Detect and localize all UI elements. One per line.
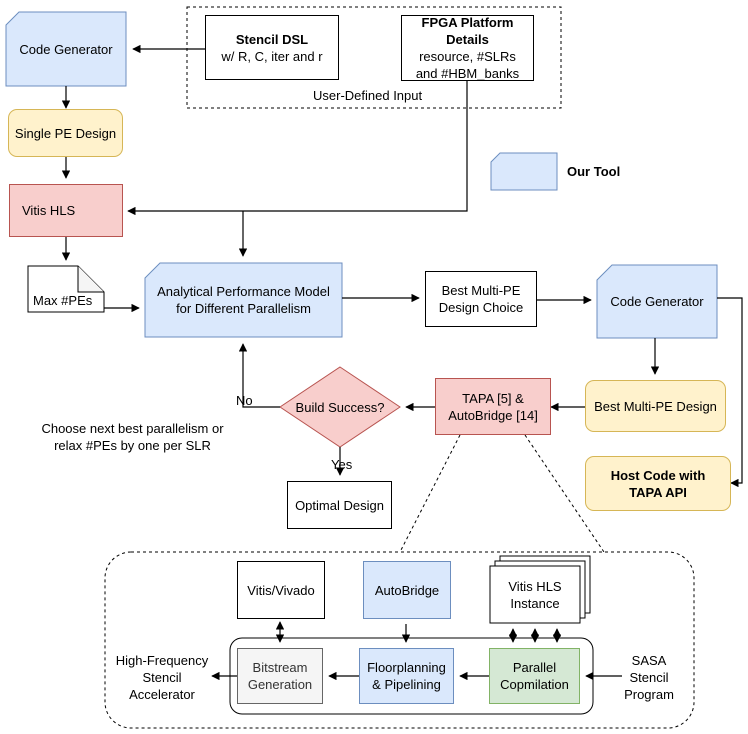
edge-codegen-to-host xyxy=(717,297,743,488)
retry-note-line2: relax #PEs by one per SLR xyxy=(54,438,211,453)
accelerator-output: High-Frequency Stencil Accelerator xyxy=(110,650,214,704)
best-choice-line1: Best Multi-PE xyxy=(441,283,521,298)
host-code-line2: TAPA API xyxy=(629,484,687,500)
hls-instance-line2: Instance xyxy=(510,595,560,611)
fpga-platform-line2: and #HBM_banks xyxy=(415,66,520,81)
sasa-input: SASA Stencil Program xyxy=(618,650,680,704)
stencil-dsl-detail: w/ R, C, iter and r xyxy=(221,48,323,64)
input-line1: SASA xyxy=(631,652,667,668)
legend-label: Our Tool xyxy=(567,164,621,179)
parallel-line1: Parallel xyxy=(512,660,557,675)
parallel-compilation: Parallel Copmilation xyxy=(489,648,580,704)
best-choice-line2: Design Choice xyxy=(438,300,524,315)
best-multi-pe-design: Best Multi-PE Design xyxy=(585,380,726,432)
yes-label: Yes xyxy=(331,457,353,472)
build-success-label: Build Success? xyxy=(295,399,385,415)
hls-instance: Vitis HLS Instance xyxy=(490,566,580,623)
output-line2: Stencil xyxy=(142,669,182,685)
input-line2: Stencil xyxy=(629,669,669,685)
performance-model-shape xyxy=(144,262,343,338)
edge-platform-to-hls xyxy=(127,81,468,216)
retry-note: Choose next best parallelism or relax #P… xyxy=(25,418,240,456)
floorplanning-line1: Floorplanning xyxy=(367,660,446,675)
detail-group xyxy=(104,551,695,729)
zoom-line-left xyxy=(399,434,461,553)
max-pes-label: Max #PEs xyxy=(33,293,93,308)
fpga-platform-line1: resource, #SLRs xyxy=(419,49,516,64)
autobridge: AutoBridge xyxy=(363,561,451,619)
fpga-platform-box: FPGA Platform Details resource, #SLRs an… xyxy=(401,15,534,81)
input-line3: Program xyxy=(624,686,674,702)
floorplanning-pipelining: Floorplanning & Pipelining xyxy=(359,648,454,704)
bitstream-line2: Generation xyxy=(247,677,313,692)
user-input-caption: User-Defined Input xyxy=(313,88,423,103)
vitis-vivado: Vitis/Vivado xyxy=(237,561,325,619)
best-design-choice: Best Multi-PE Design Choice xyxy=(425,271,537,327)
tapa-line2: AutoBridge [14] xyxy=(448,407,538,423)
single-pe-design: Single PE Design xyxy=(8,109,123,157)
performance-model-line1: Analytical Performance Model xyxy=(157,284,330,299)
output-line3: Accelerator xyxy=(129,686,195,702)
parallel-line2: Copmilation xyxy=(500,677,569,692)
stencil-dsl-box: Stencil DSL w/ R, C, iter and r xyxy=(205,15,339,80)
hls-instance-line1: Vitis HLS xyxy=(508,578,562,594)
tapa-line1: TAPA [5] & xyxy=(462,390,524,406)
no-label: No xyxy=(236,393,253,408)
fpga-platform-title: FPGA Platform Details xyxy=(421,15,514,47)
output-line1: High-Frequency xyxy=(115,652,209,668)
bitstream-line1: Bitstream xyxy=(252,660,308,675)
code-generator-right: Code Generator xyxy=(610,294,704,309)
code-generator-top: Code Generator xyxy=(19,41,113,57)
code-generator-right-shape xyxy=(596,264,718,339)
stencil-dsl-title: Stencil DSL xyxy=(235,31,309,47)
retry-note-line1: Choose next best parallelism or xyxy=(41,421,224,436)
code-generator-top-shape xyxy=(5,11,127,87)
bitstream-generation: Bitstream Generation xyxy=(237,648,323,704)
performance-model-line2: for Different Parallelism xyxy=(176,301,311,316)
legend-shape xyxy=(490,152,558,191)
optimal-design: Optimal Design xyxy=(287,481,392,529)
floorplanning-line2: & Pipelining xyxy=(372,677,441,692)
host-code: Host Code with TAPA API xyxy=(585,456,731,511)
performance-model: Analytical Performance Model for Differe… xyxy=(145,263,342,337)
edge-decision-no xyxy=(238,343,280,408)
vitis-hls: Vitis HLS xyxy=(9,184,123,237)
user-input-group xyxy=(186,6,562,109)
tapa-autobridge: TAPA [5] & AutoBridge [14] xyxy=(435,378,551,435)
max-pes-fold xyxy=(77,266,104,293)
host-code-line1: Host Code with xyxy=(610,467,706,483)
hls-instance-front xyxy=(489,565,581,624)
